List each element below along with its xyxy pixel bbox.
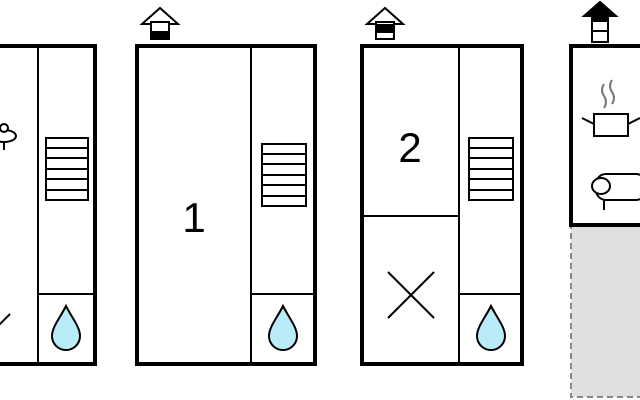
water-drop-icon [475, 303, 507, 351]
lamp-icon [0, 123, 17, 150]
floor-level-icon-first [364, 6, 406, 40]
floor-a-outline [0, 44, 97, 366]
cross-icon [387, 271, 435, 319]
room-number-2: 2 [398, 124, 421, 171]
floor-c-outline [360, 44, 524, 366]
sofa-icon [591, 173, 640, 210]
stairs-icon [261, 143, 307, 207]
stairs-icon [468, 137, 514, 201]
floor-a [0, 44, 97, 366]
floor-d [569, 0, 640, 398]
floor-level-icon-ground [139, 6, 181, 40]
floor-level-icon-second [581, 0, 619, 43]
cooking-pot-icon [581, 79, 640, 137]
floor-c: 2 [360, 6, 524, 366]
room-number-1: 1 [182, 194, 205, 241]
terrace-area [570, 224, 640, 398]
water-drop-icon [50, 303, 82, 351]
floor-b: 1 [135, 6, 317, 366]
floor-b-outline [135, 44, 317, 366]
water-drop-icon [267, 303, 299, 351]
cross-icon [0, 313, 11, 326]
stairs-icon [45, 137, 89, 201]
